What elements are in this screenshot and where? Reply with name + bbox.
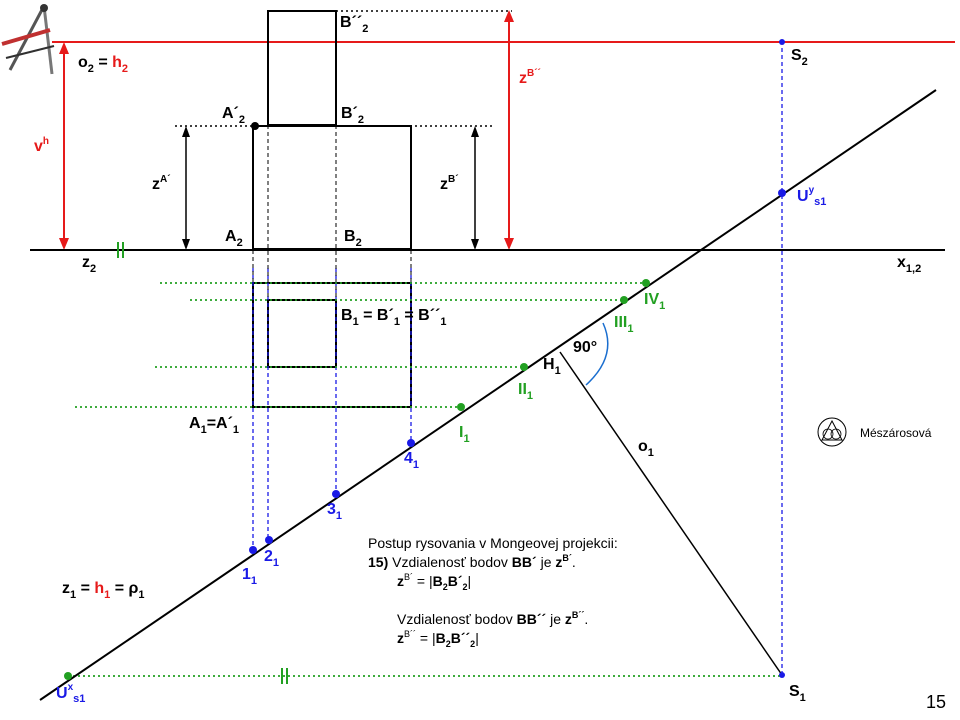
point-ii1 (520, 363, 528, 371)
right-angle-arc (585, 322, 609, 386)
label-41: 41 (404, 450, 419, 471)
label-z1-h1-rho1: z1 = h1 = ρ1 (62, 580, 145, 601)
label-11: 11 (242, 566, 257, 587)
label-b2dd: B´´2 (340, 14, 368, 35)
label-angle: 90° (573, 339, 597, 356)
point-i1 (457, 403, 465, 411)
label-h1: H1 (543, 356, 561, 377)
author-name: Mészárosová (860, 426, 932, 440)
label-iii1: III1 (614, 314, 633, 335)
parallel-mark-z2 (117, 242, 124, 258)
front-dashed-lines (252, 125, 412, 300)
label-ii1: II1 (518, 381, 533, 402)
label-iv1: IV1 (644, 291, 665, 312)
point-s1 (779, 672, 785, 678)
label-31: 31 (327, 501, 342, 522)
top-view-inner-box (267, 299, 337, 368)
label-uxs1: Uxs1 (56, 682, 85, 705)
zad-dimension (182, 126, 190, 250)
notes-eq1: zB´ = |B2B´2| (397, 572, 471, 592)
label-vh: vh (34, 136, 49, 155)
label-zbdd: zB´´ (519, 68, 541, 87)
notes-eq2: zB´´ = |B2B´´2| (397, 629, 479, 649)
label-zbd: zB´ (440, 174, 459, 193)
label-b2: B2 (344, 228, 362, 249)
front-view-upper-box (267, 10, 337, 126)
notes-line2: Vzdialenosť bodov BB´´ je zB´´. (397, 610, 588, 627)
compass-drawing-icon (1, 4, 55, 75)
point-uys1 (778, 189, 786, 197)
label-zad: zA´ (152, 174, 171, 193)
label-a1-eq: A1=A´1 (189, 415, 239, 436)
notes-block: Postup rysovania v Mongeovej projekcii: … (368, 535, 618, 649)
label-x12: x1,2 (897, 254, 921, 275)
point-a2d (251, 122, 259, 130)
label-i1: I1 (459, 424, 470, 445)
o1-line (559, 351, 783, 676)
label-uys1: Uys1 (797, 185, 826, 208)
top-view-box (252, 282, 412, 408)
label-z2: z2 (82, 254, 96, 275)
point-21 (265, 536, 273, 544)
label-21: 21 (264, 548, 279, 569)
point-11 (249, 546, 257, 554)
point-41 (407, 439, 415, 447)
point-iii1 (620, 296, 628, 304)
page-number: 15 (926, 692, 946, 712)
label-a2d: A´2 (222, 105, 245, 126)
trace-line-rho1 (39, 89, 937, 701)
front-view-box (252, 125, 412, 250)
notes-title: Postup rysovania v Mongeovej projekcii: (368, 535, 618, 551)
label-o2-h2: o2 = h2 (78, 54, 128, 75)
zbdd-dimension (504, 10, 514, 250)
point-s2 (779, 39, 785, 45)
triangle-logo-icon (817, 417, 847, 447)
ordinal-lines (252, 48, 783, 675)
label-b1-eq: B1 = B´1 = B´´1 (341, 307, 447, 328)
zbd-dimension (471, 126, 479, 250)
vh-dimension (59, 42, 69, 250)
label-o1: o1 (638, 438, 654, 459)
parallel-mark-bottom (281, 668, 288, 684)
point-uxs1 (64, 672, 72, 680)
notes-step: 15) Vzdialenosť bodov BB´ je zB´. (368, 553, 576, 570)
label-b2d: B´2 (341, 105, 364, 126)
label-s2: S2 (791, 47, 808, 68)
green-dotted-lines (68, 282, 782, 677)
point-31 (332, 490, 340, 498)
label-a2: A2 (225, 228, 243, 249)
label-s1: S1 (789, 683, 806, 704)
point-iv1 (642, 279, 650, 287)
